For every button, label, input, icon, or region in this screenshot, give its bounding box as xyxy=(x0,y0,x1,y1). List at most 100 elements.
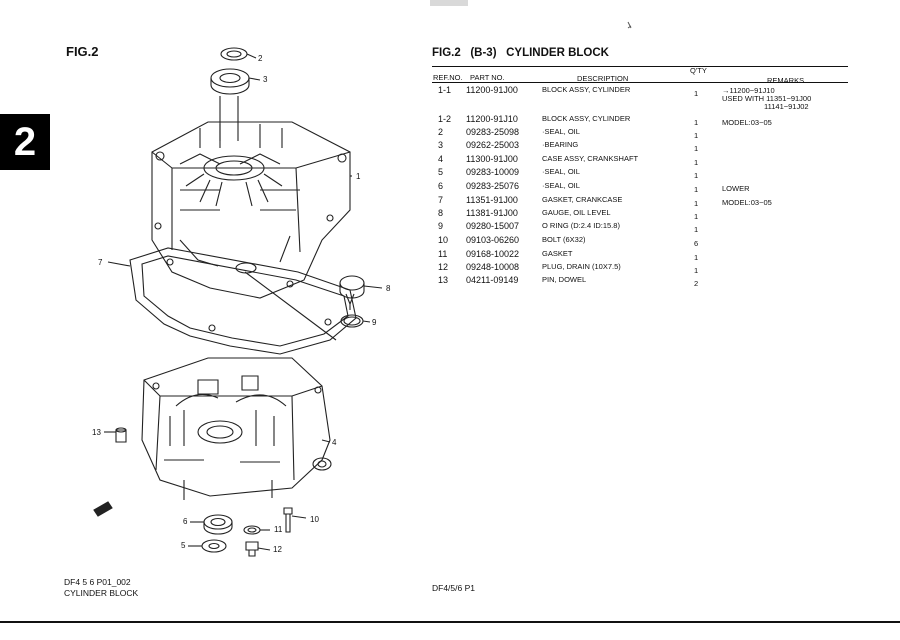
part-no: 09262-25003 xyxy=(466,140,520,150)
part-no: 09283-25076 xyxy=(466,181,520,191)
callout-10: 10 xyxy=(310,515,319,524)
qty: 1 xyxy=(694,266,699,275)
part-no: 11351-91J00 xyxy=(466,195,518,205)
qty: 2 xyxy=(694,279,699,288)
ref-no: 5 xyxy=(438,167,444,177)
description: ·SEAL, OIL xyxy=(542,167,580,176)
footer-model: DF4/5/6 P1 xyxy=(432,583,475,593)
table-row: 4 11300-91J00 CASE ASSY, CRANKSHAFT 1 xyxy=(432,154,852,168)
part-no: 11300-91J00 xyxy=(466,154,518,164)
table-row: 11 09168-10022 GASKET 1 xyxy=(432,249,852,263)
qty: 1 xyxy=(694,118,699,127)
callout-12: 12 xyxy=(273,545,282,554)
part-no: 09103-06260 xyxy=(466,235,520,245)
table-row: 1-1 11200-91J00 BLOCK ASSY, CYLINDER 1 xyxy=(432,85,852,99)
callout-3: 3 xyxy=(263,75,268,84)
part-no: 11381-91J00 xyxy=(466,208,518,218)
remark-line: 11141−91J02 xyxy=(764,102,809,111)
ref-no: 10 xyxy=(438,235,449,245)
qty: 1 xyxy=(694,185,699,194)
table-title: FIG.2 (B-3) CYLINDER BLOCK xyxy=(432,47,609,59)
chapter-tab: 2 xyxy=(0,114,50,170)
callout-2: 2 xyxy=(258,54,263,63)
callout-1: 1 xyxy=(356,172,361,181)
table-row: 10 09103-06260 BOLT (6X32) 6 xyxy=(432,235,852,249)
row1-remarks: →11200−91J10 USED WITH 11351−91J00 11141… xyxy=(722,87,811,111)
ref-no: 9 xyxy=(438,221,444,231)
qty: 1 xyxy=(694,171,699,180)
qty: 1 xyxy=(694,253,699,262)
part-no: 04211-09149 xyxy=(466,275,519,285)
ref-no: 2 xyxy=(438,127,444,137)
callout-11: 11 xyxy=(274,525,283,534)
part-no: 11200-91J00 xyxy=(466,85,518,95)
part-no: 09283-25098 xyxy=(466,127,520,137)
description: GASKET, CRANKCASE xyxy=(542,195,623,204)
callout-7: 7 xyxy=(98,258,103,267)
header-part-no: PART NO. xyxy=(470,73,505,82)
footer-title: CYLINDER BLOCK xyxy=(64,588,139,598)
ref-no: 4 xyxy=(438,154,444,164)
footer-left: DF4 5 6 P01_002 CYLINDER BLOCK xyxy=(64,577,138,599)
ref-no: 1-2 xyxy=(438,114,452,124)
table-row: 6 09283-25076 ·SEAL, OIL 1 LOWER xyxy=(432,181,852,195)
qty: 1 xyxy=(694,89,699,98)
ref-no: 3 xyxy=(438,140,444,150)
description: CASE ASSY, CRANKSHAFT xyxy=(542,154,639,163)
qty: 1 xyxy=(694,144,699,153)
description: ·BEARING xyxy=(542,140,579,149)
qty: 1 xyxy=(694,212,699,221)
description: BOLT (6X32) xyxy=(542,235,586,244)
table-row: 7 11351-91J00 GASKET, CRANKCASE 1 MODEL:… xyxy=(432,195,852,209)
callout-4: 4 xyxy=(332,438,337,447)
remark-line: USED WITH 11351−91J00 xyxy=(722,94,812,103)
part-no: 09248-10008 xyxy=(466,262,520,272)
fig-label: FIG.2 xyxy=(66,44,99,59)
remarks: LOWER xyxy=(722,184,750,193)
remark-line: →11200−91J10 xyxy=(722,86,775,95)
description: PIN, DOWEL xyxy=(542,275,587,284)
callout-13: 13 xyxy=(92,428,101,437)
table-row: 1-2 11200-91J10 BLOCK ASSY, CYLINDER 1 M… xyxy=(432,114,852,128)
description: BLOCK ASSY, CYLINDER xyxy=(542,85,631,94)
table-row: 9 09280-15007 O RING (D:2.4 ID:15.8) 1 xyxy=(432,221,852,235)
qty: 1 xyxy=(694,225,699,234)
part-no: 09168-10022 xyxy=(466,249,520,259)
table-row: 8 11381-91J00 GAUGE, OIL LEVEL 1 xyxy=(432,208,852,222)
ref-no: 13 xyxy=(438,275,449,285)
table-row: 12 09248-10008 PLUG, DRAIN (10X7.5) 1 xyxy=(432,262,852,276)
part-no: 09280-15007 xyxy=(466,221,520,231)
description: ·SEAL, OIL xyxy=(542,127,580,136)
remarks: MODEL:03~05 xyxy=(722,118,772,127)
description: GAUGE, OIL LEVEL xyxy=(542,208,611,217)
qty: 6 xyxy=(694,239,699,248)
table-row: 5 09283-10009 ·SEAL, OIL 1 xyxy=(432,167,852,181)
table-top-rule xyxy=(432,66,848,67)
table-row: 2 09283-25098 ·SEAL, OIL 1 xyxy=(432,127,852,141)
bottom-rule xyxy=(0,621,900,623)
ref-no: 11 xyxy=(438,249,448,259)
ref-no: 12 xyxy=(438,262,449,272)
exploded-parts-diagram xyxy=(60,40,400,585)
header-description: DESCRIPTION xyxy=(577,74,629,83)
description: ·SEAL, OIL xyxy=(542,181,580,190)
qty: 1 xyxy=(694,199,699,208)
ref-no: 1-1 xyxy=(438,85,452,95)
remarks: MODEL:03~05 xyxy=(722,198,772,207)
header-ref-no: REF.NO. xyxy=(433,73,463,82)
header-qty: Q'TY xyxy=(690,66,707,75)
description: PLUG, DRAIN (10X7.5) xyxy=(542,262,621,271)
footer-code: DF4 5 6 P01_002 xyxy=(64,577,131,587)
qty: 1 xyxy=(694,131,699,140)
ref-no: 8 xyxy=(438,208,444,218)
callout-5: 5 xyxy=(181,541,186,550)
part-no: 11200-91J10 xyxy=(466,114,518,124)
top-scan-strip xyxy=(430,0,468,6)
part-no: 09283-10009 xyxy=(466,167,520,177)
ref-no: 7 xyxy=(438,195,444,205)
table-header-rule xyxy=(432,82,848,83)
header-remarks: REMARKS xyxy=(767,76,805,85)
description: O RING (D:2.4 ID:15.8) xyxy=(542,221,620,230)
ref-no: 6 xyxy=(438,181,444,191)
